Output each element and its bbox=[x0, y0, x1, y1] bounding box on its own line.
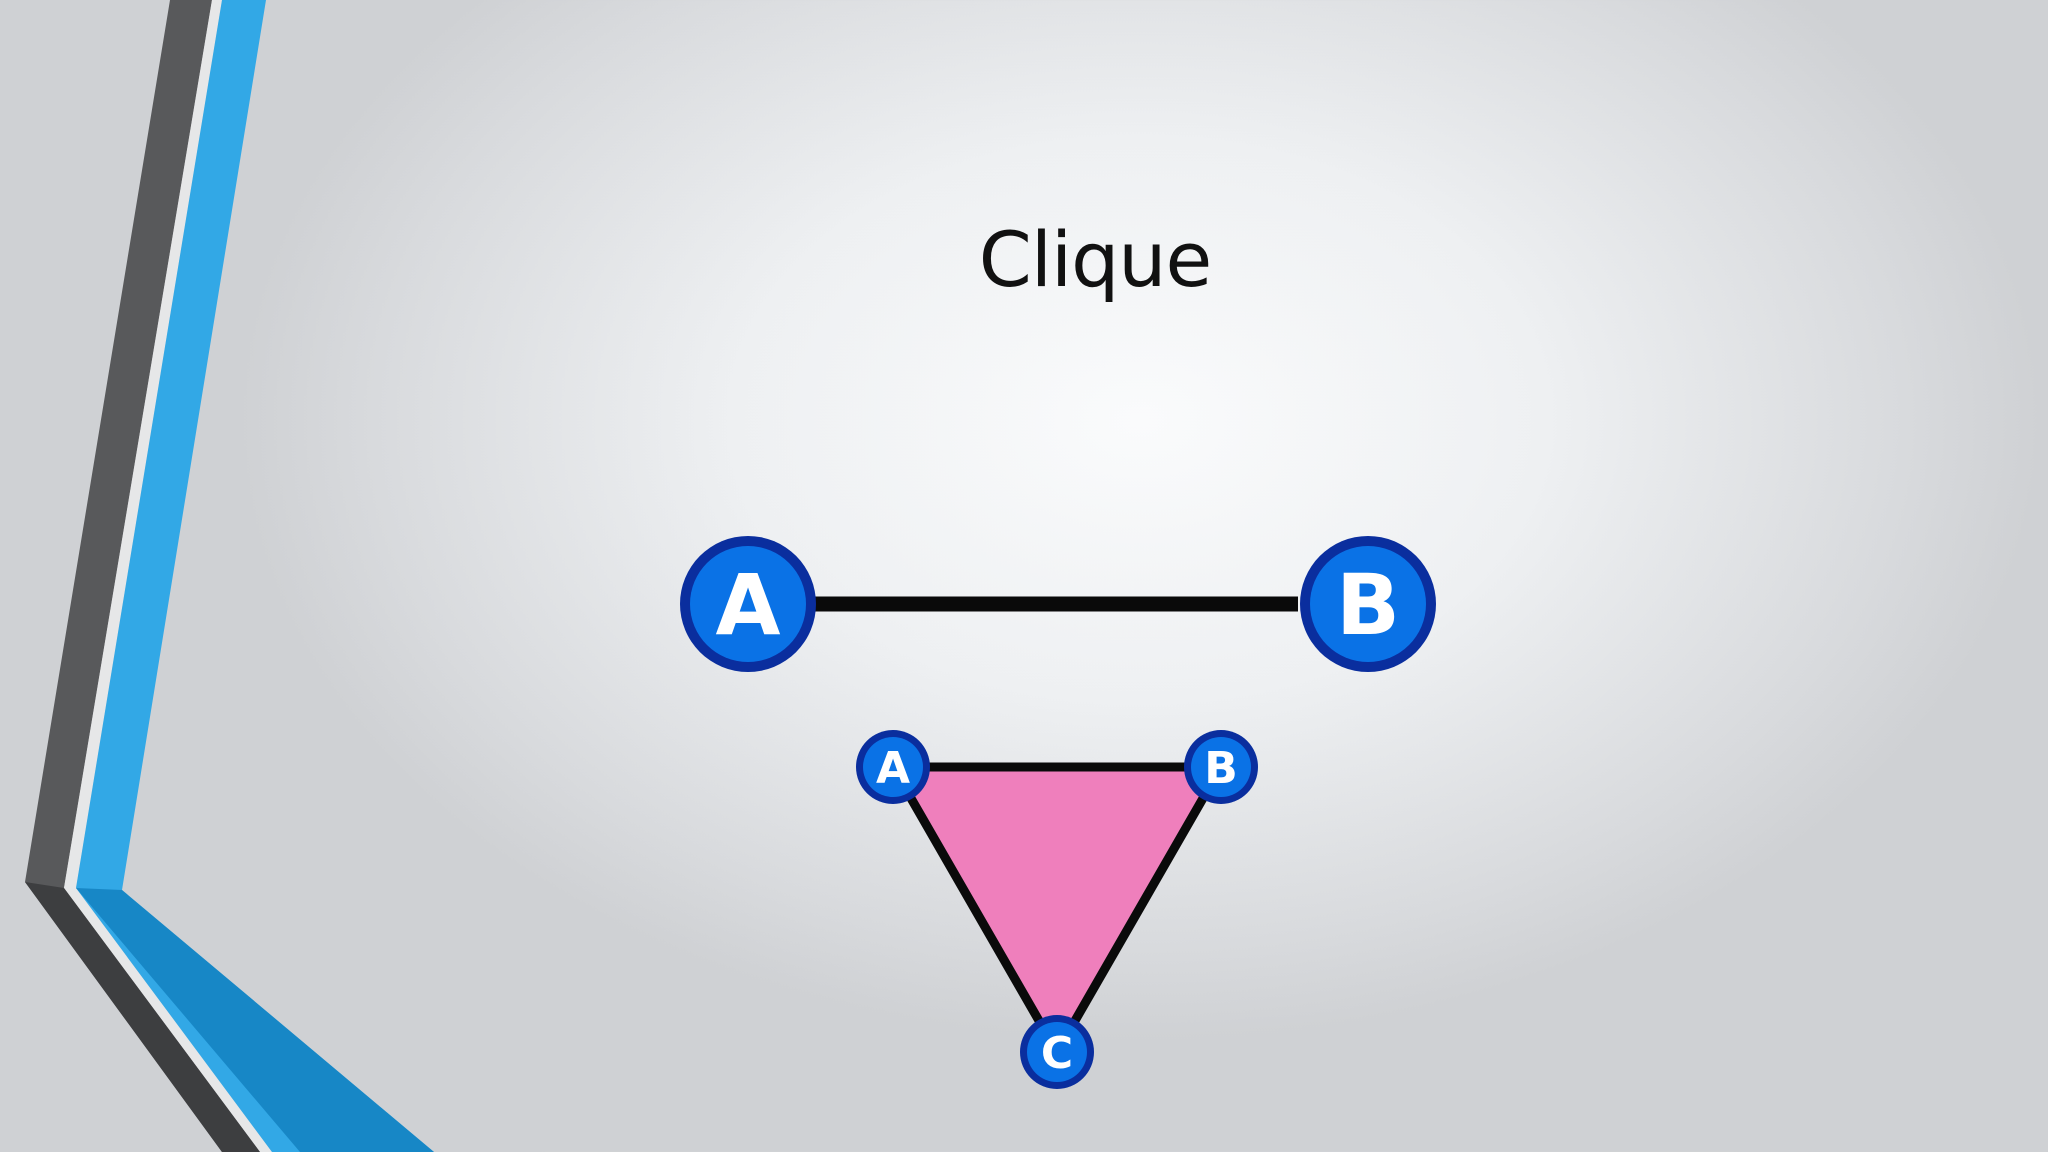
slide-title: Clique bbox=[978, 215, 1212, 304]
node-c-small: C bbox=[1020, 1015, 1094, 1089]
clique-triangle-diagram: A B C bbox=[856, 730, 1258, 1089]
node-a-large: A bbox=[680, 536, 816, 672]
clique-pair-diagram: A B bbox=[680, 536, 1436, 672]
node-b-small-label: B bbox=[1204, 743, 1238, 794]
decor-dark-bar bbox=[25, 0, 260, 1152]
triangle-face bbox=[888, 762, 1226, 1057]
node-c-small-label: C bbox=[1041, 1028, 1073, 1079]
node-a-large-label: A bbox=[715, 556, 780, 654]
node-a-small-label: A bbox=[876, 743, 910, 794]
decor-blue-bar-shade bbox=[76, 888, 434, 1152]
decor-dark-bar-shade bbox=[25, 882, 260, 1152]
decor-blue-bar bbox=[76, 0, 434, 1152]
node-b-large-label: B bbox=[1336, 556, 1400, 654]
node-a-small: A bbox=[856, 730, 930, 804]
node-b-large: B bbox=[1300, 536, 1436, 672]
node-b-small: B bbox=[1184, 730, 1258, 804]
